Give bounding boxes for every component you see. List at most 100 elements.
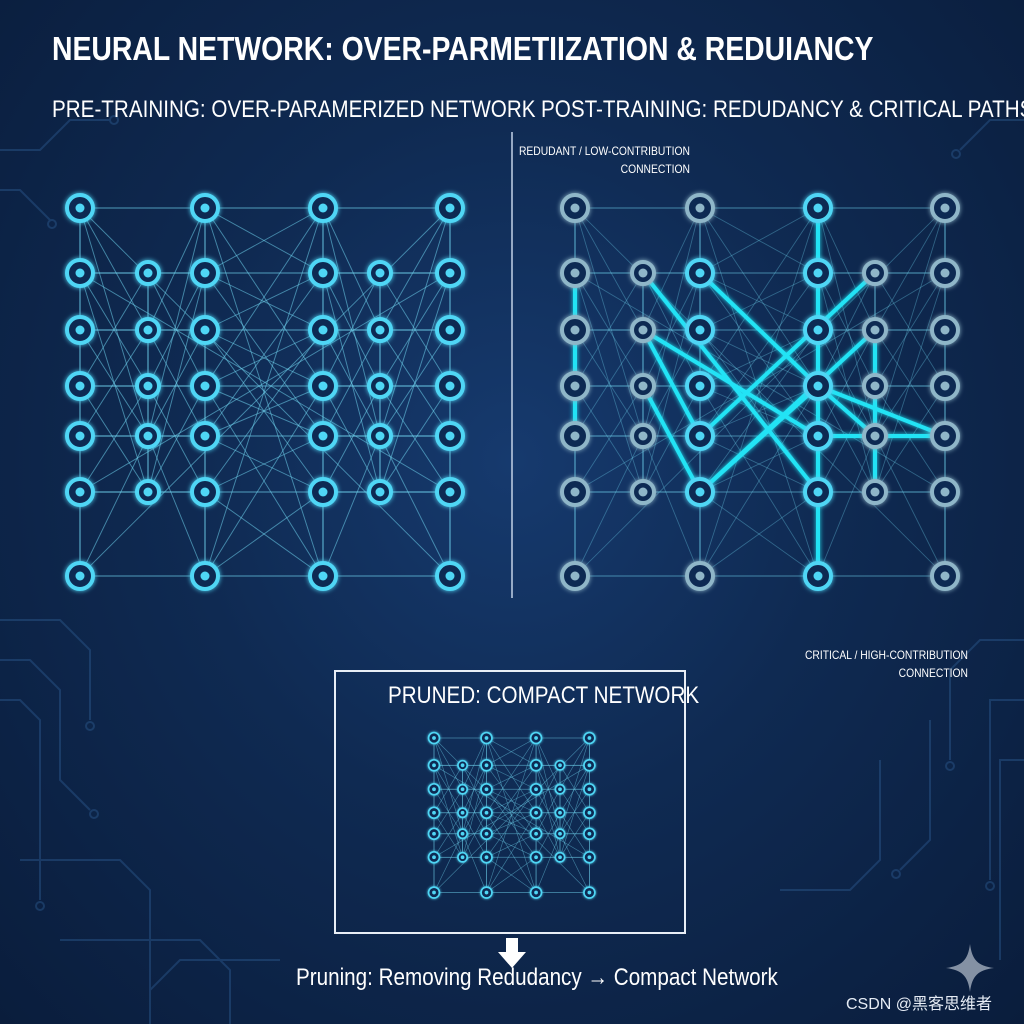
neuron-node <box>560 421 590 451</box>
neuron-node <box>930 315 960 345</box>
connection-edge <box>817 385 876 493</box>
neuron-node <box>65 315 95 345</box>
connection-edge <box>874 272 946 387</box>
arrow-down-icon <box>498 938 526 968</box>
diagonal-edge <box>699 207 819 577</box>
connection-edge <box>486 765 537 790</box>
neuron-node <box>190 421 220 451</box>
connection-edge <box>699 491 819 577</box>
diagonal-edge <box>486 737 537 893</box>
neuron-node <box>560 371 590 401</box>
connection-edge <box>699 207 819 387</box>
connection-edge <box>379 385 451 493</box>
neuron-node <box>480 886 493 899</box>
neuron-node <box>65 477 95 507</box>
connection-edge <box>574 385 644 493</box>
neuron-node <box>367 317 393 343</box>
connection-edge <box>699 207 819 274</box>
neuron-node <box>135 423 161 449</box>
neuron-node <box>630 317 656 343</box>
neuron-node <box>803 561 833 591</box>
neuron-node <box>803 193 833 223</box>
connection-edge <box>204 207 324 274</box>
neuron-node <box>583 758 596 772</box>
neuron-node <box>65 371 95 401</box>
connection-edge <box>699 385 819 437</box>
neuron-node <box>554 851 566 863</box>
connection-edge <box>574 272 644 387</box>
connection-edge <box>699 329 819 493</box>
neuron-node <box>457 759 469 771</box>
neuron-node <box>930 371 960 401</box>
neuron-node <box>427 758 441 772</box>
connection-edge <box>379 272 451 493</box>
connection-edge <box>486 765 537 834</box>
diagonal-edge <box>699 207 819 577</box>
connection-edge <box>535 812 561 858</box>
critical-edge <box>641 271 820 494</box>
neuron-node <box>480 782 493 796</box>
connection-edge <box>574 329 644 437</box>
connection-edge <box>204 329 324 493</box>
neuron-node <box>685 315 715 345</box>
connection-edge <box>204 385 324 577</box>
connection-edge <box>642 272 701 387</box>
neuron-node <box>862 423 888 449</box>
neuron-node <box>529 806 543 820</box>
connection-edge <box>79 272 149 387</box>
neuron-node <box>427 782 441 796</box>
redundant-connection-callout: REDUDANT / LOW-CONTRIBUTION CONNECTION <box>466 142 690 178</box>
connection-edge <box>433 789 463 834</box>
connection-edge <box>642 435 701 577</box>
neuron-node <box>480 850 493 864</box>
redundant-callout-line-2: CONNECTION <box>620 162 690 176</box>
neuron-node <box>630 423 656 449</box>
neuron-node <box>529 886 543 899</box>
connection-edge <box>486 789 537 858</box>
neuron-node <box>583 806 596 820</box>
connection-edge <box>699 207 819 274</box>
connection-edge <box>79 385 149 493</box>
neuron-node <box>367 373 393 399</box>
neuron-node <box>435 477 465 507</box>
neuron-node <box>803 421 833 451</box>
neuron-node <box>560 561 590 591</box>
connection-edge <box>322 272 381 387</box>
neuron-node <box>803 371 833 401</box>
neuron-node <box>862 373 888 399</box>
connection-edge <box>559 737 590 834</box>
neuron-node <box>190 315 220 345</box>
neuron-node <box>560 193 590 223</box>
connection-edge <box>462 737 487 834</box>
neuron-node <box>65 561 95 591</box>
connection-edge <box>559 833 590 893</box>
connection-edge <box>486 788 537 814</box>
connection-edge <box>817 272 876 493</box>
neuron-node <box>190 477 220 507</box>
critical-edge <box>698 328 877 494</box>
neuron-node <box>630 479 656 505</box>
neuron-node <box>435 258 465 288</box>
connection-edge <box>874 207 946 331</box>
connection-edge <box>433 737 463 834</box>
connection-edge <box>874 272 946 387</box>
connection-edge <box>204 272 324 437</box>
neuron-node <box>367 260 393 286</box>
neuron-node <box>308 258 338 288</box>
neuron-node <box>427 886 441 899</box>
connection-edge <box>574 385 644 493</box>
connection-edge <box>559 765 590 858</box>
neuron-node <box>554 783 566 795</box>
neuron-node <box>554 759 566 771</box>
neuron-node <box>560 315 590 345</box>
connection-edge <box>322 385 381 493</box>
neuron-node <box>685 371 715 401</box>
diagonal-edge <box>204 207 324 577</box>
neuron-node <box>135 317 161 343</box>
connection-edge <box>874 435 946 577</box>
connection-edge <box>535 833 561 893</box>
connection-edge <box>379 272 451 387</box>
neuron-node <box>435 193 465 223</box>
neuron-node <box>308 371 338 401</box>
